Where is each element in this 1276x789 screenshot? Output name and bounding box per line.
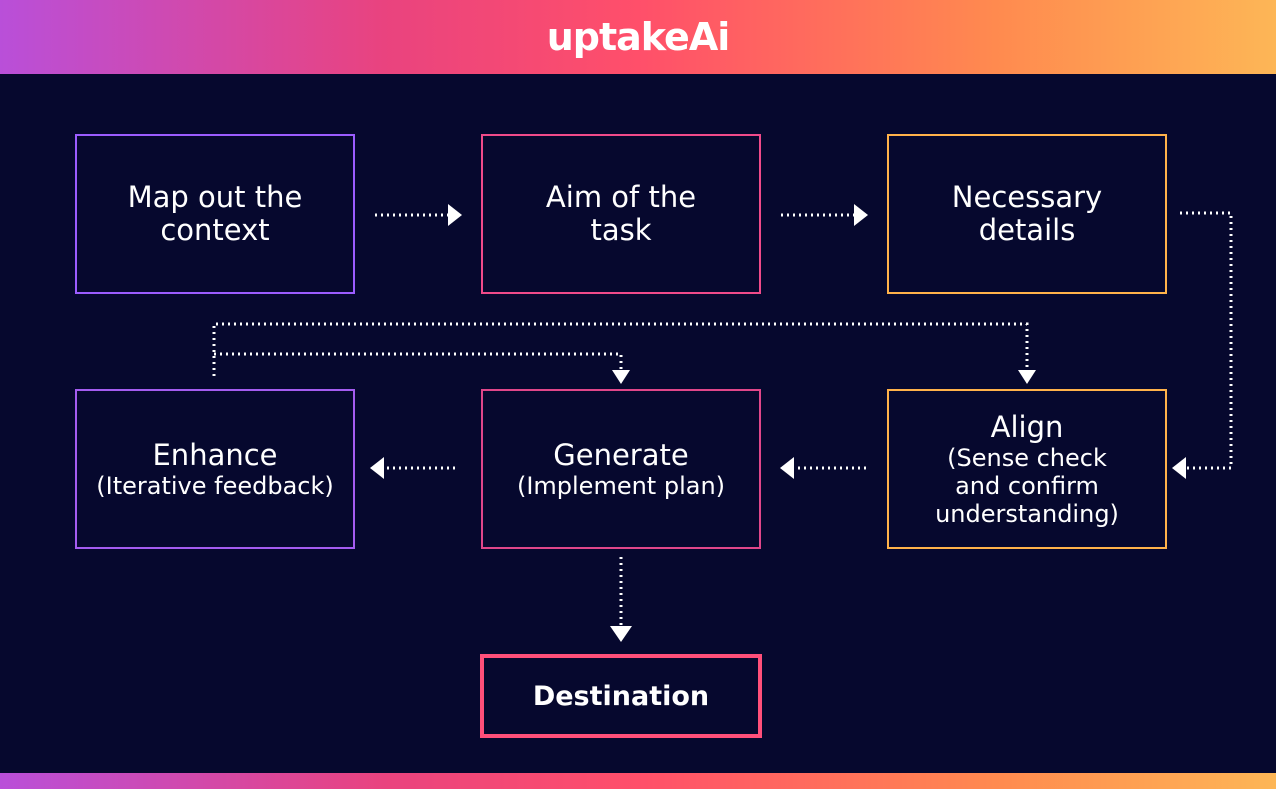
step-destination: Destination xyxy=(480,654,762,738)
arrowhead-down xyxy=(1018,370,1036,384)
step-generate: Generate (Implement plan) xyxy=(481,389,761,549)
step-destination-title: Destination xyxy=(532,680,710,712)
connector-layer xyxy=(212,204,1233,642)
arrowhead-right xyxy=(854,204,868,226)
arrowhead-left xyxy=(370,457,384,479)
step-enhance: Enhance (Iterative feedback) xyxy=(75,389,355,549)
step-map: Map out the context xyxy=(75,134,355,294)
step-align-title: Align xyxy=(990,409,1064,444)
step-map-title: Map out the context xyxy=(127,180,303,247)
step-details: Necessary details xyxy=(887,134,1167,294)
brand-logo: uptakeAi xyxy=(0,0,1276,74)
step-align: Align (Sense check and confirm understan… xyxy=(887,389,1167,549)
arrowhead-right xyxy=(448,204,462,226)
connector-details-align xyxy=(1180,211,1233,470)
step-aim: Aim of the task xyxy=(481,134,761,294)
arrowhead-left xyxy=(1172,457,1186,479)
flow-diagram: Map out the context Aim of the task Nece… xyxy=(0,74,1276,773)
step-align-subtitle: (Sense check and confirm understanding) xyxy=(935,443,1119,528)
connector-enhance-generate-loop xyxy=(214,352,623,372)
footer-bar xyxy=(0,773,1276,789)
arrowhead-down xyxy=(610,626,632,642)
step-enhance-subtitle: (Iterative feedback) xyxy=(96,471,334,500)
step-aim-title: Aim of the task xyxy=(545,180,697,247)
step-generate-title: Generate xyxy=(553,437,689,472)
arrowhead-left xyxy=(780,457,794,479)
header-bar xyxy=(0,0,1276,74)
step-details-title: Necessary details xyxy=(951,180,1103,247)
logo-text: uptakeAi xyxy=(546,15,731,59)
arrowhead-down xyxy=(612,370,630,384)
step-enhance-title: Enhance xyxy=(152,437,278,472)
step-generate-subtitle: (Implement plan) xyxy=(516,471,726,500)
connector-enhance-align-loop xyxy=(212,322,1029,376)
